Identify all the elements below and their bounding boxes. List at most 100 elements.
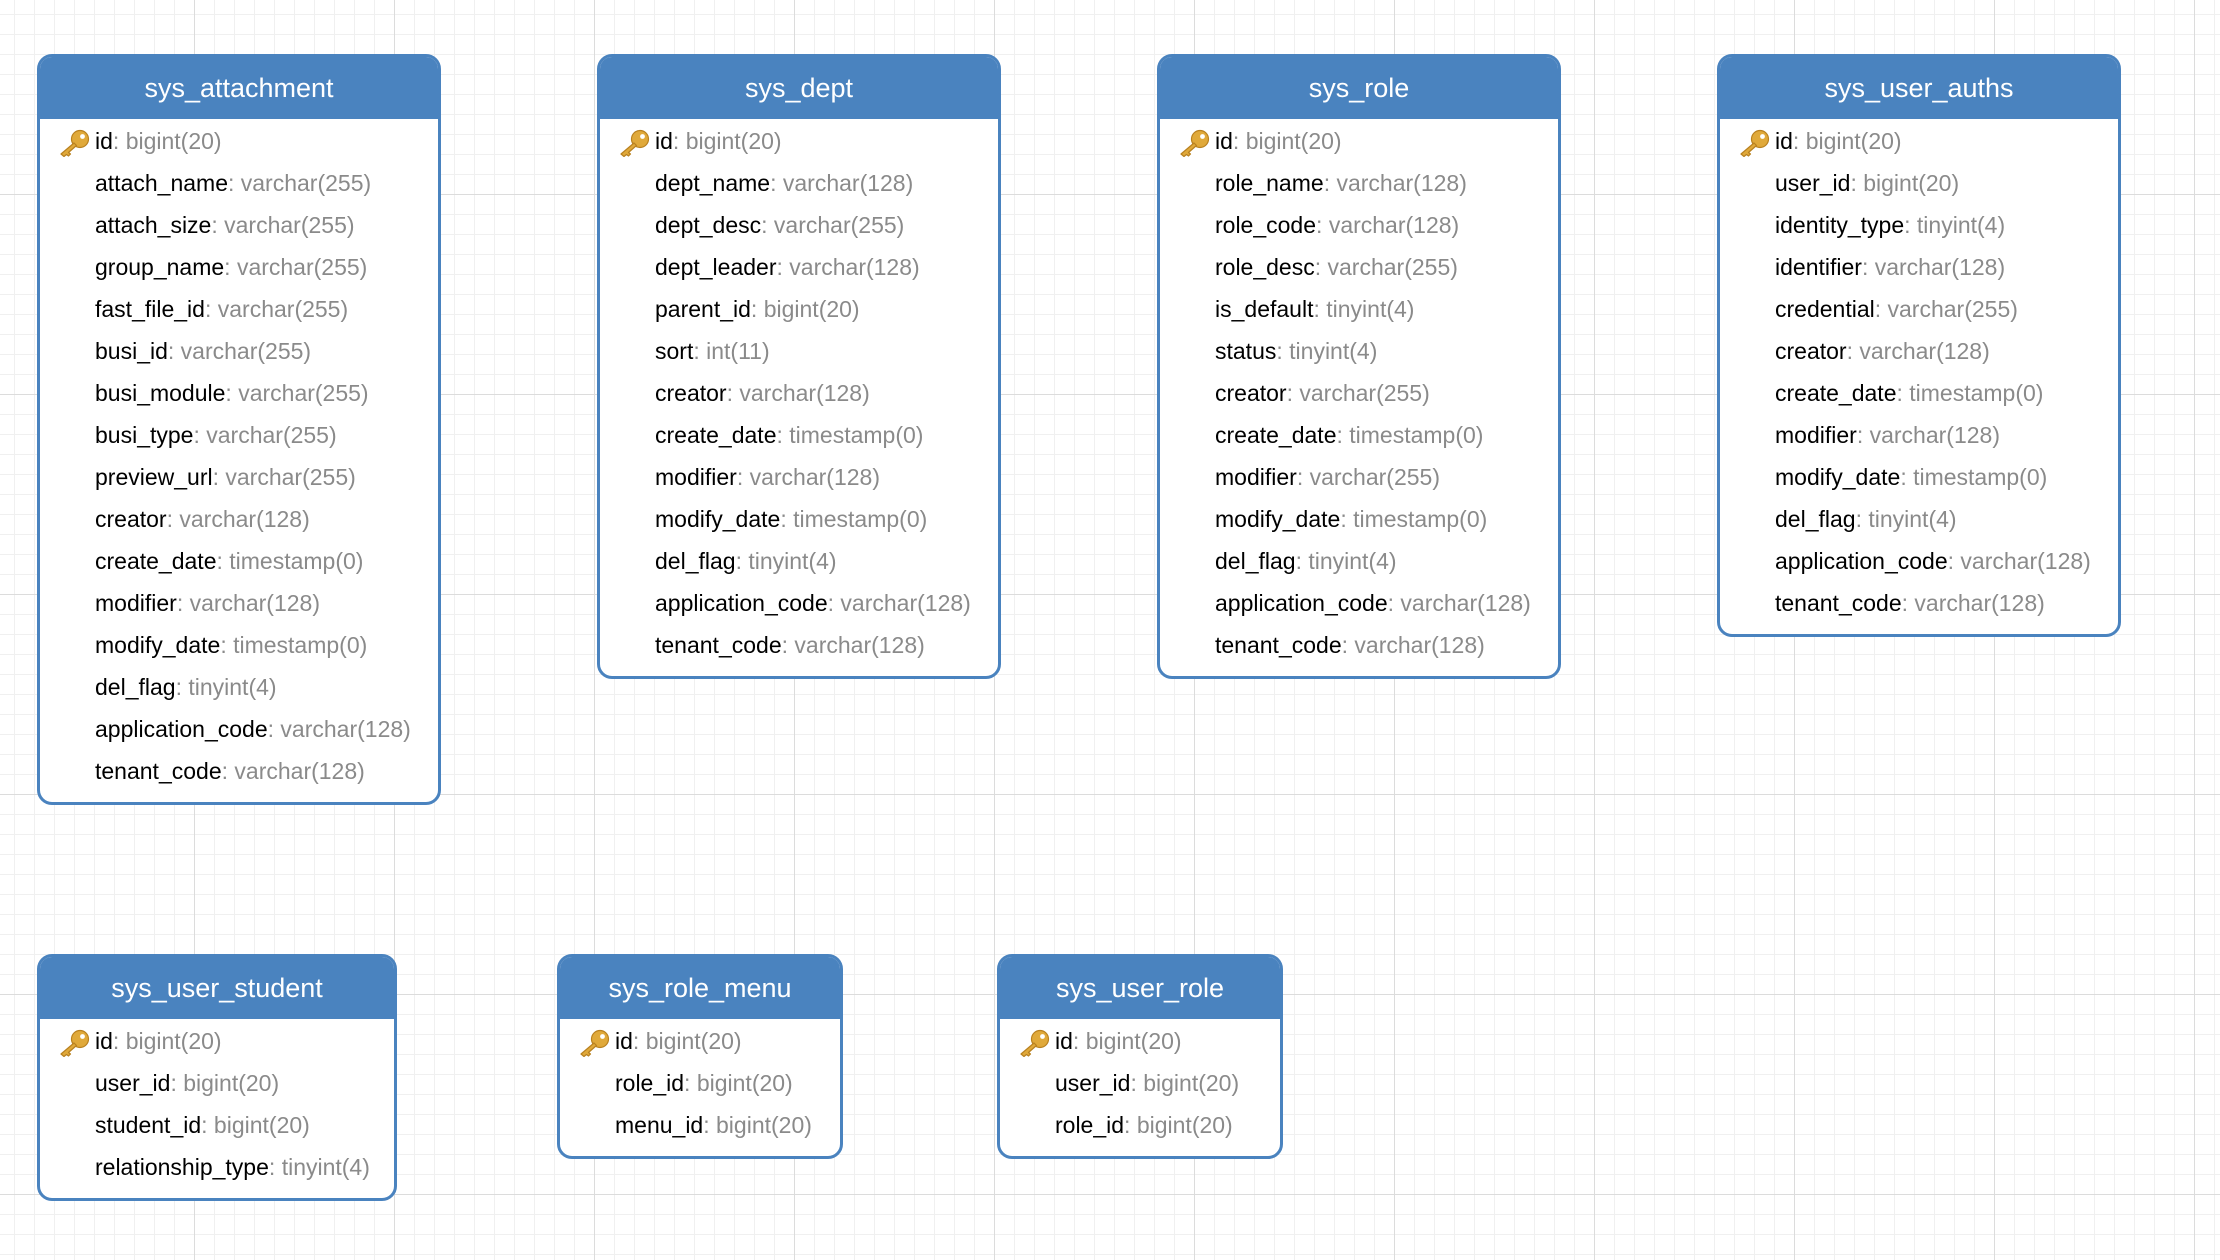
- field-row[interactable]: sort: int(11): [600, 330, 998, 372]
- field-row[interactable]: modify_date: timestamp(0): [600, 498, 998, 540]
- field-list: id: bigint(20)attach_name: varchar(255)a…: [40, 119, 438, 802]
- field-row[interactable]: application_code: varchar(128): [40, 708, 438, 750]
- field-row[interactable]: role_name: varchar(128): [1160, 162, 1558, 204]
- field-row[interactable]: id: bigint(20): [600, 120, 998, 162]
- field-row[interactable]: menu_id: bigint(20): [560, 1104, 840, 1146]
- field-row[interactable]: busi_type: varchar(255): [40, 414, 438, 456]
- field-row[interactable]: group_name: varchar(255): [40, 246, 438, 288]
- field-row[interactable]: tenant_code: varchar(128): [1720, 582, 2118, 624]
- field-row[interactable]: attach_name: varchar(255): [40, 162, 438, 204]
- field-row[interactable]: modify_date: timestamp(0): [1720, 456, 2118, 498]
- field-row[interactable]: fast_file_id: varchar(255): [40, 288, 438, 330]
- field-row[interactable]: busi_id: varchar(255): [40, 330, 438, 372]
- field-row[interactable]: del_flag: tinyint(4): [1160, 540, 1558, 582]
- field-separator: :: [1072, 1028, 1086, 1054]
- field-row[interactable]: student_id: bigint(20): [40, 1104, 394, 1146]
- field-row[interactable]: status: tinyint(4): [1160, 330, 1558, 372]
- field-row[interactable]: user_id: bigint(20): [40, 1062, 394, 1104]
- field-row[interactable]: tenant_code: varchar(128): [600, 624, 998, 666]
- table-title[interactable]: sys_user_auths: [1720, 57, 2118, 119]
- field-row[interactable]: dept_desc: varchar(255): [600, 204, 998, 246]
- field-row[interactable]: modify_date: timestamp(0): [40, 624, 438, 666]
- field-row[interactable]: modifier: varchar(128): [40, 582, 438, 624]
- table-title[interactable]: sys_dept: [600, 57, 998, 119]
- field-separator: :: [1901, 590, 1915, 616]
- field-name: application_code: [95, 716, 268, 742]
- table-title[interactable]: sys_user_student: [40, 957, 394, 1019]
- field-row[interactable]: creator: varchar(255): [1160, 372, 1558, 414]
- field-name: modify_date: [655, 506, 781, 532]
- field-row[interactable]: modifier: varchar(128): [600, 456, 998, 498]
- field-row[interactable]: is_default: tinyint(4): [1160, 288, 1558, 330]
- field-type: varchar(255): [206, 422, 337, 448]
- field-row[interactable]: role_id: bigint(20): [560, 1062, 840, 1104]
- field-row[interactable]: modifier: varchar(128): [1720, 414, 2118, 456]
- field-row[interactable]: user_id: bigint(20): [1000, 1062, 1280, 1104]
- field-row[interactable]: busi_module: varchar(255): [40, 372, 438, 414]
- field-name: id: [95, 128, 113, 154]
- field-row[interactable]: modify_date: timestamp(0): [1160, 498, 1558, 540]
- field-row[interactable]: identifier: varchar(128): [1720, 246, 2118, 288]
- field-row[interactable]: id: bigint(20): [1160, 120, 1558, 162]
- field-row[interactable]: del_flag: tinyint(4): [40, 666, 438, 708]
- field-row[interactable]: del_flag: tinyint(4): [1720, 498, 2118, 540]
- field-row[interactable]: tenant_code: varchar(128): [40, 750, 438, 792]
- field-separator: :: [703, 1112, 717, 1138]
- field-row[interactable]: create_date: timestamp(0): [1160, 414, 1558, 456]
- field-row[interactable]: create_date: timestamp(0): [40, 540, 438, 582]
- field-row[interactable]: id: bigint(20): [1000, 1020, 1280, 1062]
- field-row[interactable]: application_code: varchar(128): [1160, 582, 1558, 624]
- field-type: bigint(20): [763, 296, 860, 322]
- field-row[interactable]: application_code: varchar(128): [1720, 540, 2118, 582]
- field-row[interactable]: creator: varchar(128): [600, 372, 998, 414]
- field-row[interactable]: id: bigint(20): [40, 120, 438, 162]
- field-row[interactable]: creator: varchar(128): [40, 498, 438, 540]
- field-row[interactable]: tenant_code: varchar(128): [1160, 624, 1558, 666]
- table-title[interactable]: sys_role: [1160, 57, 1558, 119]
- table-title[interactable]: sys_role_menu: [560, 957, 840, 1019]
- field-row[interactable]: id: bigint(20): [560, 1020, 840, 1062]
- field-row[interactable]: role_desc: varchar(255): [1160, 246, 1558, 288]
- field-name: busi_module: [95, 380, 226, 406]
- field-row[interactable]: preview_url: varchar(255): [40, 456, 438, 498]
- field-row[interactable]: dept_leader: varchar(128): [600, 246, 998, 288]
- field-type: varchar(255): [240, 170, 372, 196]
- field-row[interactable]: attach_size: varchar(255): [40, 204, 438, 246]
- field-row[interactable]: id: bigint(20): [1720, 120, 2118, 162]
- field-row[interactable]: id: bigint(20): [40, 1020, 394, 1062]
- field-row[interactable]: application_code: varchar(128): [600, 582, 998, 624]
- field-separator: :: [780, 506, 794, 532]
- field-row[interactable]: credential: varchar(255): [1720, 288, 2118, 330]
- field-row[interactable]: relationship_type: tinyint(4): [40, 1146, 394, 1188]
- field-row[interactable]: del_flag: tinyint(4): [600, 540, 998, 582]
- field-row[interactable]: create_date: timestamp(0): [600, 414, 998, 456]
- field-row[interactable]: parent_id: bigint(20): [600, 288, 998, 330]
- field-row[interactable]: role_code: varchar(128): [1160, 204, 1558, 246]
- field-separator: :: [193, 422, 207, 448]
- field-separator: :: [1316, 212, 1329, 238]
- table-title[interactable]: sys_attachment: [40, 57, 438, 119]
- field-name: attach_name: [95, 170, 228, 196]
- field-type: varchar(128): [1859, 338, 1990, 364]
- field-row[interactable]: creator: varchar(128): [1720, 330, 2118, 372]
- field-row[interactable]: modifier: varchar(255): [1160, 456, 1558, 498]
- field-row[interactable]: create_date: timestamp(0): [1720, 372, 2118, 414]
- primary-key-icon: [617, 128, 651, 158]
- field-separator: :: [1904, 212, 1917, 238]
- field-row[interactable]: role_id: bigint(20): [1000, 1104, 1280, 1146]
- field-name: del_flag: [95, 674, 176, 700]
- field-row[interactable]: user_id: bigint(20): [1720, 162, 2118, 204]
- field-type: tinyint(4): [1289, 338, 1378, 364]
- table-title[interactable]: sys_user_role: [1000, 957, 1280, 1019]
- field-row[interactable]: dept_name: varchar(128): [600, 162, 998, 204]
- field-type: varchar(128): [189, 590, 320, 616]
- field-row[interactable]: identity_type: tinyint(4): [1720, 204, 2118, 246]
